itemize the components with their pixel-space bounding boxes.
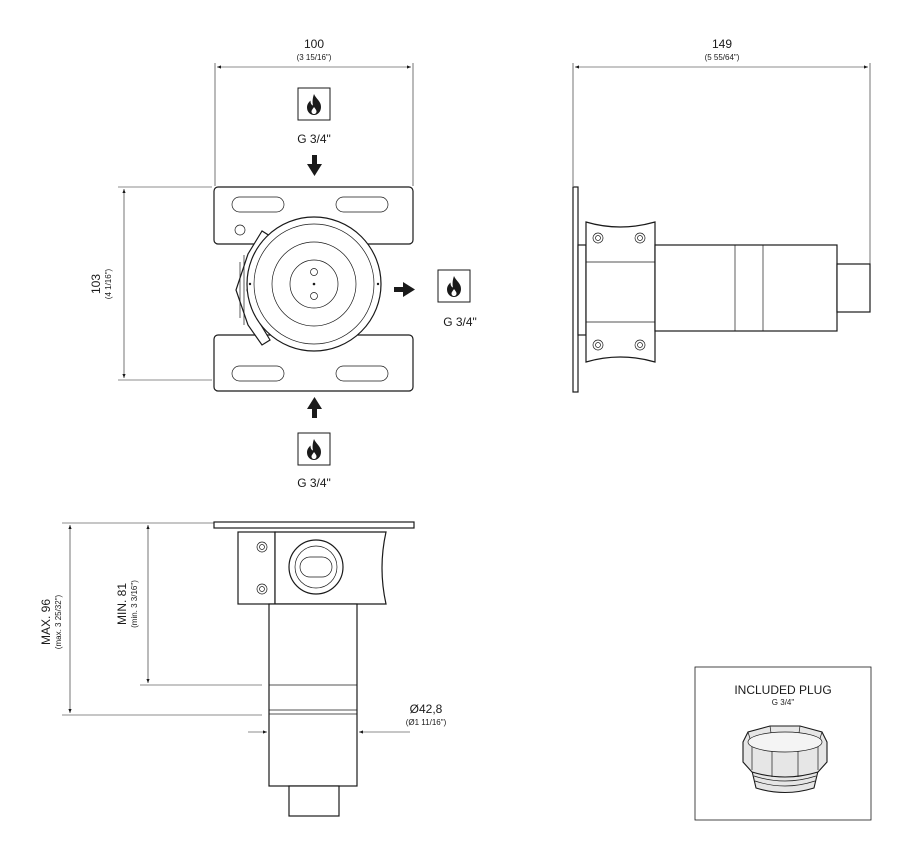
flame-icon <box>437 269 471 303</box>
arrow-down-icon <box>307 155 322 176</box>
length-dimension-value: 149 <box>712 37 732 51</box>
side-view: 149 (5 55/64") <box>572 37 871 393</box>
width-dimension-imperial: (3 15/16") <box>297 53 332 62</box>
height-dimension-value: 103 <box>89 274 103 294</box>
inlet-top-label: G 3/4" <box>297 132 331 146</box>
arrow-right-icon <box>394 282 415 297</box>
plug-title: INCLUDED PLUG <box>734 683 831 697</box>
included-plug-panel: INCLUDED PLUG G 3/4" <box>694 666 872 821</box>
max-height-imperial: (max. 3 25/32") <box>54 594 63 649</box>
plug-icon <box>742 725 828 794</box>
inlet-right-label: G 3/4" <box>443 315 477 329</box>
width-dimension-value: 100 <box>304 37 324 51</box>
plug-subtitle: G 3/4" <box>772 698 795 707</box>
inlet-bottom-label: G 3/4" <box>297 476 331 490</box>
max-height-value: MAX. 96 <box>39 599 53 645</box>
top-view: 100 (3 15/16") 103 (4 1/16") G 3/4" <box>89 37 477 490</box>
flame-icon <box>297 432 331 466</box>
diameter-value: Ø42,8 <box>410 702 443 716</box>
min-height-imperial: (min. 3 3/16") <box>130 580 139 628</box>
arrow-up-icon <box>307 397 322 418</box>
height-dimension-imperial: (4 1/16") <box>104 268 113 299</box>
min-height-value: MIN. 81 <box>115 583 129 625</box>
diameter-imperial: (Ø1 11/16") <box>406 718 447 727</box>
flame-icon <box>297 87 331 121</box>
front-view: MAX. 96 (max. 3 25/32") MIN. 81 (min. 3 … <box>39 521 447 817</box>
length-dimension-imperial: (5 55/64") <box>705 53 740 62</box>
